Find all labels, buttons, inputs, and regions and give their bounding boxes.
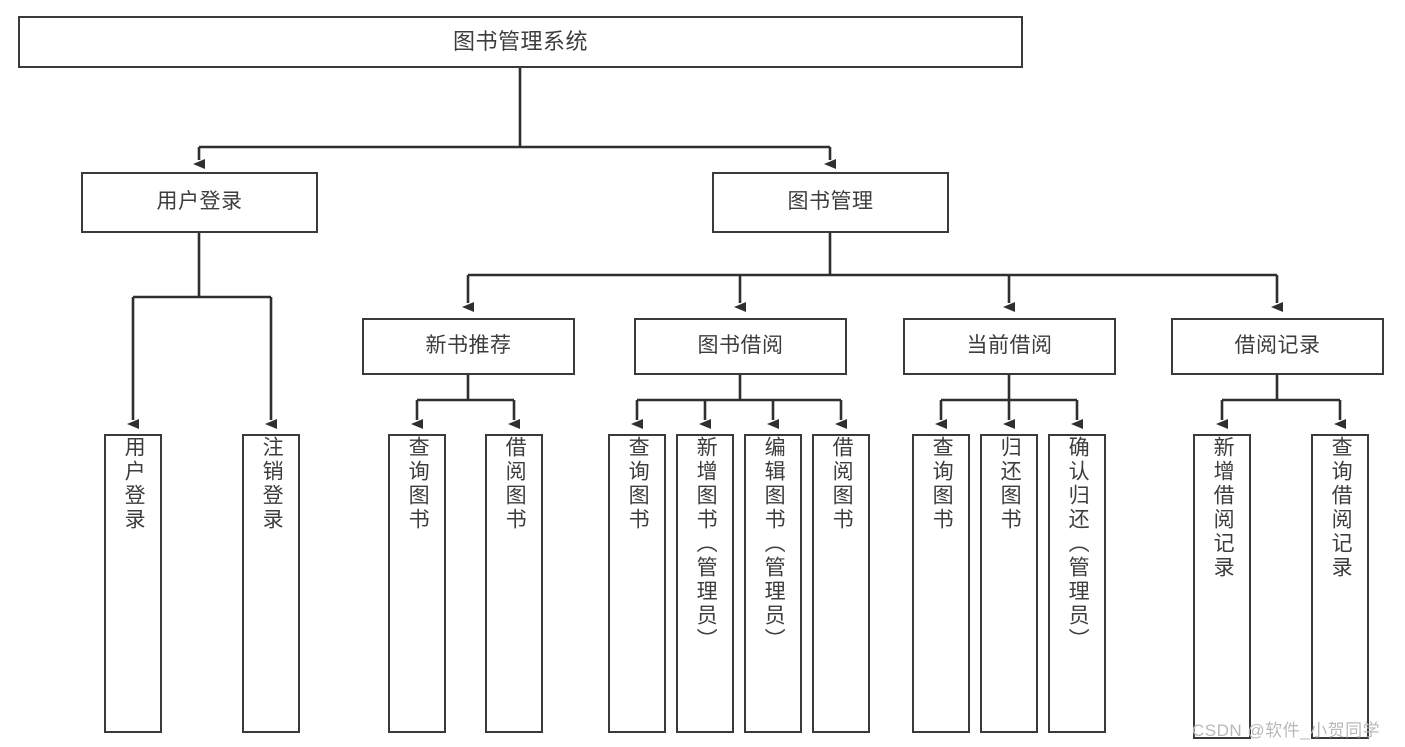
leaf-logout[interactable]: 注销登录 xyxy=(242,434,300,733)
node-current-borrow[interactable]: 当前借阅 xyxy=(903,318,1116,375)
node-label: 用户登录 xyxy=(122,436,146,532)
leaf-query-book-current[interactable]: 查询图书 xyxy=(912,434,970,733)
leaf-query-book-borrow[interactable]: 查询图书 xyxy=(608,434,666,733)
node-label: 查询图书 xyxy=(626,436,650,532)
leaf-add-book-admin[interactable]: 新增图书（管理员） xyxy=(676,434,734,733)
node-label: 当前借阅 xyxy=(966,334,1053,358)
node-label: 查询图书 xyxy=(930,436,954,532)
node-new-book-recommendation[interactable]: 新书推荐 xyxy=(362,318,575,375)
node-user-login[interactable]: 用户登录 xyxy=(81,172,318,233)
leaf-borrow-book-recommendation[interactable]: 借阅图书 xyxy=(485,434,543,733)
csdn-watermark: CSDN @软件_小贺同学 xyxy=(1192,721,1381,740)
leaf-confirm-return-admin[interactable]: 确认归还（管理员） xyxy=(1048,434,1106,733)
leaf-add-borrow-record[interactable]: 新增借阅记录 xyxy=(1193,434,1251,739)
node-label: 用户登录 xyxy=(156,190,243,214)
leaf-query-borrow-record[interactable]: 查询借阅记录 xyxy=(1311,434,1369,739)
node-label: 借阅图书 xyxy=(830,436,854,532)
node-label: 新书推荐 xyxy=(425,334,512,358)
node-label: 图书管理 xyxy=(787,190,874,214)
node-label: 归还图书 xyxy=(998,436,1022,532)
node-label: 新增借阅记录 xyxy=(1211,436,1235,580)
node-label: 编辑图书（管理员） xyxy=(762,436,786,652)
node-label: 借阅记录 xyxy=(1234,334,1321,358)
leaf-edit-book-admin[interactable]: 编辑图书（管理员） xyxy=(744,434,802,733)
leaf-query-book-recommendation[interactable]: 查询图书 xyxy=(388,434,446,733)
node-book-borrow[interactable]: 图书借阅 xyxy=(634,318,847,375)
node-label: 注销登录 xyxy=(260,436,284,532)
node-label: 新增图书（管理员） xyxy=(694,436,718,652)
node-borrow-record[interactable]: 借阅记录 xyxy=(1171,318,1384,375)
leaf-user-login[interactable]: 用户登录 xyxy=(104,434,162,733)
node-label: 查询借阅记录 xyxy=(1329,436,1353,580)
leaf-borrow-book[interactable]: 借阅图书 xyxy=(812,434,870,733)
node-label: 查询图书 xyxy=(406,436,430,532)
node-root-book-management-system[interactable]: 图书管理系统 xyxy=(18,16,1023,68)
node-label: 图书借阅 xyxy=(697,334,784,358)
node-label: 借阅图书 xyxy=(503,436,527,532)
node-label: 图书管理系统 xyxy=(452,29,588,55)
leaf-return-book[interactable]: 归还图书 xyxy=(980,434,1038,733)
node-label: 确认归还（管理员） xyxy=(1066,436,1090,652)
node-book-management[interactable]: 图书管理 xyxy=(712,172,949,233)
